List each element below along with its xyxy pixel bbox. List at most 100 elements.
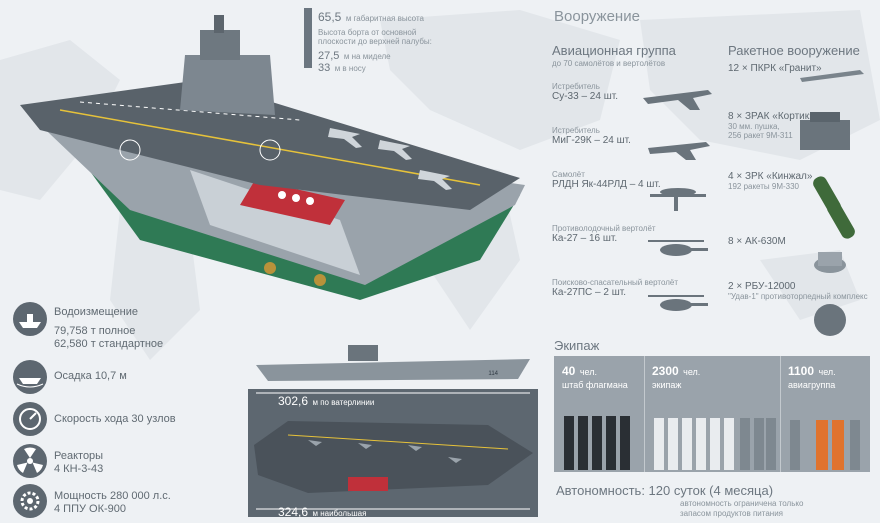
crew-divider [644, 356, 645, 472]
su33-icon [643, 90, 712, 110]
displacement-std: 62,580 т стандартное [54, 338, 164, 350]
crew-divider [780, 356, 781, 472]
air-group-sub: до 70 самолётов и вертолётов [552, 59, 666, 68]
crew-unit: чел. [818, 367, 836, 377]
aircraft-carrier-illustration [20, 15, 525, 300]
crew-title: Экипаж [554, 338, 600, 353]
displacement-title: Водоизмещение [54, 306, 138, 318]
reactors-title: Реакторы [54, 450, 104, 462]
weapon-line1: 4 × ЗРК «Кинжал» [728, 171, 813, 182]
weapon-kinzhal: 4 × ЗРК «Кинжал» 192 ракеты 9М-330 [728, 171, 812, 191]
ship-top-view [254, 421, 533, 493]
weapon-line1: 8 × ЗРАК «Кортик» [728, 111, 815, 122]
weapon-line1: 8 × АК-630М [728, 236, 786, 247]
board-mid: 27,5 м на миделе [318, 46, 391, 64]
rbu12000-icon [814, 304, 846, 336]
board-mid-unit: м на миделе [343, 52, 391, 61]
ship-number: 114 [488, 371, 498, 377]
aircraft-item-ka27ps: Поисково-спасательный вертолёт Ка-27ПС –… [552, 278, 678, 298]
speed-gauge-icon [13, 402, 47, 436]
crew-desc: авиагруппа [788, 380, 836, 390]
aircraft-name: РЛДН Як-44РЛД – 4 шт. [552, 179, 661, 190]
weapon-line3: 256 ракет 9М-311 [728, 131, 793, 140]
aircraft-cap: Истребитель [552, 126, 600, 135]
aircraft-silhouettes [643, 90, 712, 311]
weapon-line1: 2 × РБУ-12000 [728, 281, 796, 292]
board-bow: 33 м в носу [318, 58, 366, 76]
speed-value: Скорость хода 30 узлов [54, 413, 176, 425]
crew-group-air: 1100 чел. авиагруппа [788, 362, 836, 390]
autonomy-title: Автономность: 120 суток (4 месяца) [556, 483, 774, 498]
aircraft-name: МиГ-29К – 24 шт. [552, 135, 631, 146]
weapon-pictures [800, 70, 864, 336]
height-value: 65,5 [318, 10, 342, 24]
crew-panel: 40 чел. штаб флагмана 2300 чел. экипаж 1… [554, 356, 870, 472]
length-waterline: 302,6 м по ватерлинии [278, 392, 374, 410]
aircraft-item-yak44: Самолёт РЛДН Як-44РЛД – 4 шт. [552, 170, 661, 190]
height-unit: м габаритная высота [345, 14, 424, 23]
ship-views-drawing [248, 345, 538, 510]
weapon-kortik: 8 × ЗРАК «Кортик» 30 мм. пушка, 256 раке… [728, 111, 815, 140]
crew-count: 40 [562, 364, 576, 378]
weapon-line2: "Удав-1" противоторпедный комплекс [728, 292, 868, 301]
aircraft-cap: Самолёт [552, 170, 585, 179]
crew-unit: чел. [579, 367, 597, 377]
board-desc-line2: плоскости до верхней палубы: [318, 37, 432, 46]
armament-title: Вооружение [554, 8, 640, 25]
weapon-granit: 12 × ПКРК «Гранит» [728, 63, 822, 74]
crew-desc: штаб флагмана [562, 380, 628, 390]
height-label: 65,5 м габаритная высота [318, 8, 424, 26]
ka27-icon [648, 240, 708, 256]
draft-icon [13, 360, 47, 394]
aircraft-item-mig29k: Истребитель МиГ-29К – 24 шт. [552, 126, 631, 146]
height-dimension-bar [304, 8, 312, 68]
aircraft-name: Ка-27ПС – 2 шт. [552, 287, 626, 298]
weapon-line2: 192 ракеты 9М-330 [728, 182, 800, 191]
reactors-value: 4 КН-3-43 [54, 463, 104, 475]
kinzhal-icon [813, 176, 855, 239]
weapon-line1: 12 × ПКРК «Гранит» [728, 63, 822, 74]
aircraft-name: Су-33 – 24 шт. [552, 91, 618, 102]
board-bow-unit: м в носу [334, 64, 366, 73]
crew-count: 1100 [788, 364, 815, 378]
radiation-icon [13, 444, 47, 478]
ship-side-view [248, 345, 538, 389]
power-title: Мощность 280 000 л.с. [54, 490, 171, 502]
displacement-full: 79,758 т полное [54, 325, 136, 337]
crew-group-crew: 2300 чел. экипаж [652, 362, 700, 390]
aircraft-cap: Противолодочный вертолёт [552, 224, 656, 233]
mig29k-icon [648, 142, 710, 160]
weapon-line2: 30 мм. пушка, [728, 122, 780, 131]
crew-count: 2300 [652, 364, 679, 378]
length-max-unit: м наибольшая [312, 509, 367, 518]
aircraft-name: Ка-27 – 16 шт. [552, 233, 618, 244]
ka27ps-icon [648, 295, 708, 311]
kortik-icon [800, 112, 850, 150]
length-waterline-unit: м по ватерлинии [312, 398, 375, 407]
crew-group-staff: 40 чел. штаб флагмана [562, 362, 628, 390]
length-max-value: 324,6 [278, 505, 309, 519]
air-group-title: Авиационная группа [552, 43, 676, 58]
crew-unit: чел. [683, 367, 701, 377]
aircraft-cap: Поисково-спасательный вертолёт [552, 278, 678, 287]
crew-figures [564, 416, 860, 470]
crew-desc: экипаж [652, 380, 682, 390]
board-desc-line1: Высота борта от основной [318, 28, 417, 37]
power-value: 4 ППУ ОК-900 [54, 503, 127, 515]
displacement-icon [13, 302, 47, 336]
aircraft-item-su33: Истребитель Су-33 – 24 шт. [552, 82, 618, 102]
granit-missile-icon [800, 70, 864, 82]
aircraft-cap: Истребитель [552, 82, 600, 91]
ak630-icon [814, 252, 846, 273]
autonomy-sub1: автономность ограничена только [680, 499, 804, 508]
power-gear-icon [13, 484, 47, 518]
draft-value: Осадка 10,7 м [54, 370, 127, 382]
ship-views-panel: 114 302,6 м по ватерлинии 324,6 м наибол… [248, 345, 538, 519]
board-mid-value: 27,5 [318, 50, 340, 62]
autonomy-sub2: запасом продуктов питания [680, 509, 784, 518]
yak44-icon [650, 188, 706, 211]
length-max: 324,6 м наибольшая [278, 503, 366, 521]
weapon-ak630: 8 × АК-630М [728, 236, 786, 247]
aircraft-item-ka27: Противолодочный вертолёт Ка-27 – 16 шт. [552, 224, 656, 244]
length-waterline-value: 302,6 [278, 394, 309, 408]
